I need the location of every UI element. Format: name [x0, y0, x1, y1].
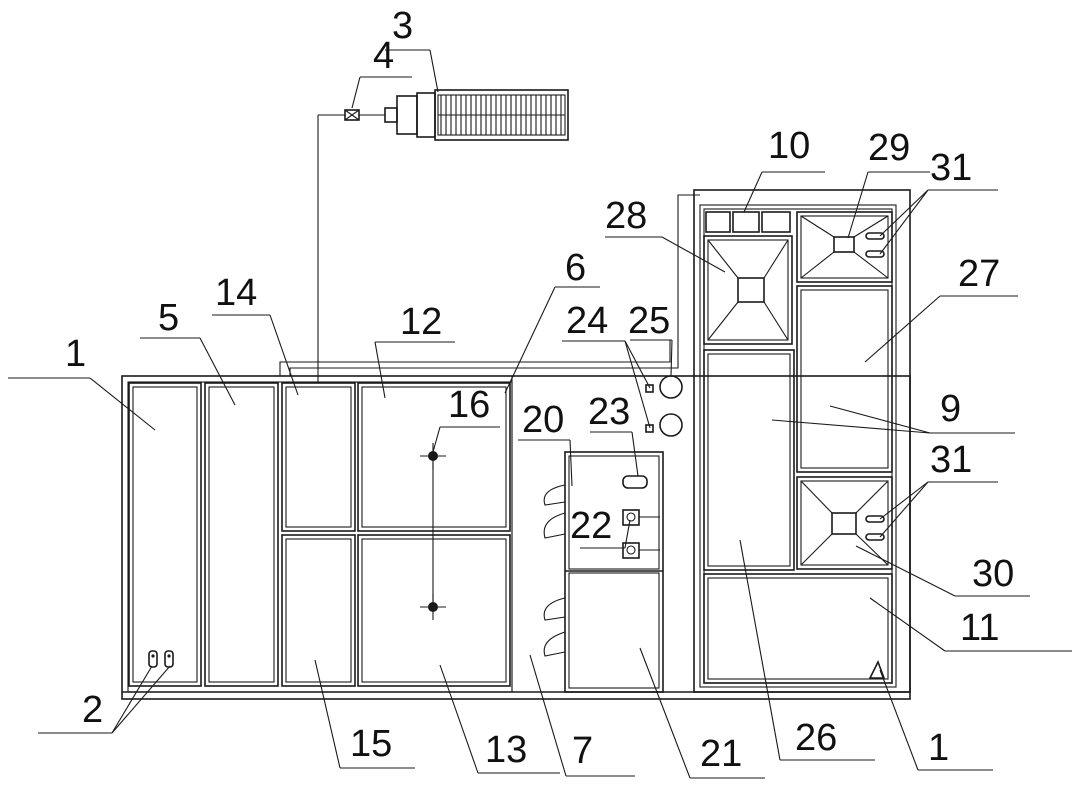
label-14: 14 [215, 272, 257, 314]
item-24-25 [645, 375, 683, 437]
label-16: 16 [448, 384, 490, 426]
label-26: 26 [795, 717, 837, 759]
label-25: 25 [628, 300, 670, 342]
item-22 [622, 509, 660, 559]
label-20: 20 [522, 399, 564, 441]
compartment-15 [281, 534, 356, 687]
label-31-mid: 31 [930, 439, 972, 481]
label-28: 28 [605, 195, 647, 237]
fins [440, 95, 562, 135]
unit-3 [384, 89, 569, 141]
compartment-1 [128, 382, 202, 687]
compartment-13 [357, 534, 511, 687]
pipe-and-rail [279, 114, 700, 383]
label-9: 9 [940, 388, 961, 430]
label-12: 12 [400, 301, 442, 343]
label-1-right: 1 [928, 727, 949, 769]
base-frame [121, 375, 911, 700]
label-10: 10 [768, 125, 810, 167]
labels: 1 2 3 4 5 6 7 9 10 11 12 13 14 15 16 20 … [65, 5, 1014, 775]
compartment-5 [204, 382, 279, 687]
valve-4 [344, 109, 385, 121]
right-cabinet [693, 189, 911, 693]
label-7: 7 [572, 730, 593, 772]
label-29: 29 [868, 127, 910, 169]
item-2-pads [148, 650, 174, 668]
label-24: 24 [566, 300, 608, 342]
label-13: 13 [485, 729, 527, 771]
label-22: 22 [570, 505, 612, 547]
item-23 [622, 475, 648, 489]
label-11: 11 [960, 607, 999, 649]
label-23: 23 [588, 391, 630, 433]
compartment-14 [281, 382, 356, 532]
label-21: 21 [700, 733, 742, 775]
label-30: 30 [972, 553, 1014, 595]
label-27: 27 [958, 253, 1000, 295]
label-3: 3 [392, 5, 413, 47]
label-6: 6 [565, 247, 586, 289]
label-4: 4 [373, 35, 394, 77]
label-2: 2 [82, 689, 103, 731]
label-15: 15 [350, 723, 392, 765]
label-1-left: 1 [65, 333, 86, 375]
cabinet-20-21 [564, 451, 664, 693]
item-16-nodes [420, 443, 446, 620]
label-31-top: 31 [930, 147, 972, 189]
door-arcs [543, 484, 566, 657]
label-5: 5 [158, 297, 179, 339]
compartment-12 [357, 382, 511, 532]
leader-lines [8, 49, 1072, 779]
